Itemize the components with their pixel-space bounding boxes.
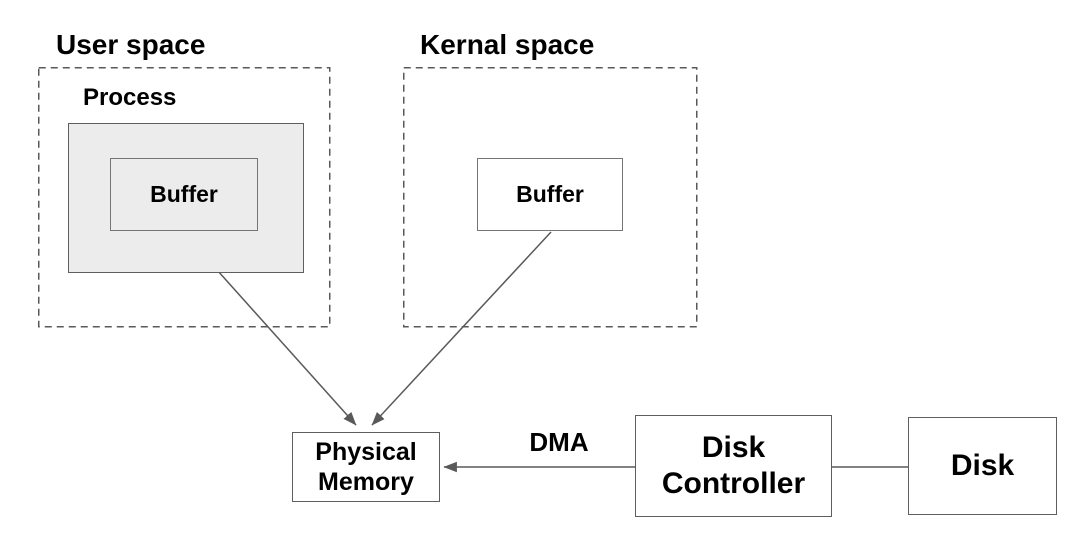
- physical-memory-box: Physical Memory: [292, 432, 440, 502]
- disk-label: Disk: [950, 449, 1015, 482]
- process-label: Process: [83, 84, 177, 111]
- user-space-buffer-label: Buffer: [150, 181, 218, 207]
- kernel-space-dashed-border: [403, 67, 698, 328]
- kernel-space-label: Kernal space: [420, 29, 595, 60]
- user-space-buffer-box: Buffer: [110, 158, 258, 231]
- arrow-kernel-buffer-to-physical-memory: [371, 231, 552, 426]
- kernel-space-buffer-box: Buffer: [477, 158, 623, 231]
- disk-controller-box: Disk Controller: [635, 415, 832, 517]
- process-box: [68, 123, 304, 273]
- disk-box: Disk: [908, 417, 1057, 515]
- dma-label: DMA: [529, 427, 589, 457]
- kernel-space-buffer-label: Buffer: [516, 181, 584, 207]
- physical-memory-label: Physical Memory: [315, 438, 417, 496]
- user-space-label: User space: [56, 29, 206, 60]
- user-space-dashed-border: [38, 67, 331, 328]
- disk-controller-label: Disk Controller: [661, 431, 806, 500]
